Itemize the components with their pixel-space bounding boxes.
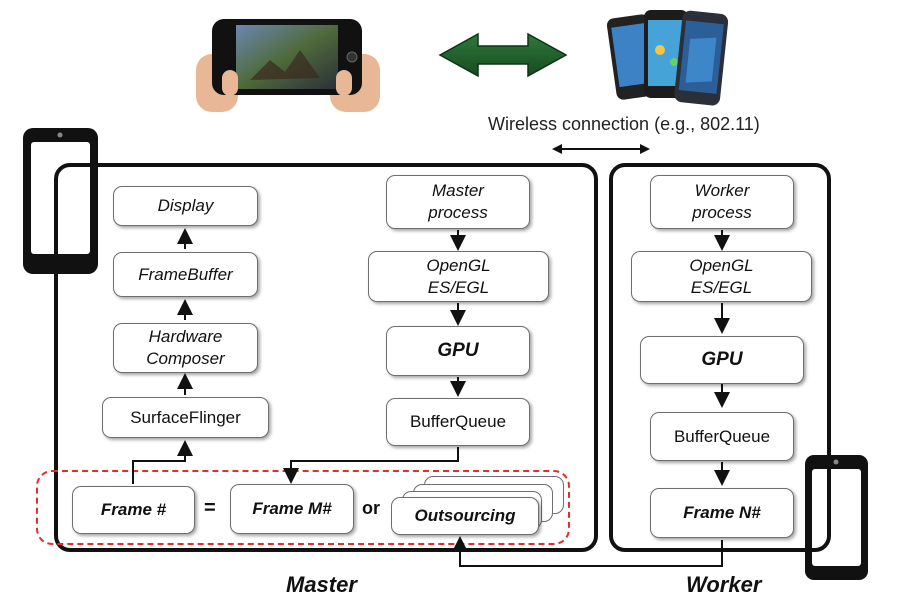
master-bufferqueue-box: BufferQueue: [386, 398, 530, 446]
frame-m-box: Frame M#: [230, 484, 354, 534]
worker-opengl-line2: ES/EGL: [690, 277, 753, 297]
worker-gpu-label: GPU: [701, 349, 743, 370]
worker-opengl-line1: OpenGL: [689, 255, 754, 275]
equals-sign: =: [204, 497, 216, 519]
or-label: or: [362, 498, 380, 518]
worker-bufferqueue-label: BufferQueue: [673, 426, 771, 446]
wireless-connection-label: Wireless connection (e.g., 802.11): [488, 114, 760, 134]
double-arrow-icon: [438, 32, 568, 78]
worker-gpu-box: GPU: [640, 336, 804, 384]
worker-label: Worker: [686, 572, 762, 597]
worker-process-line1: Worker: [694, 181, 750, 200]
frame-box: Frame #: [72, 486, 195, 534]
display-box: Display: [113, 186, 258, 226]
wireless-arrow: [552, 144, 650, 154]
master-opengl-line2: ES/EGL: [427, 277, 490, 297]
worker-phones-image: [606, 10, 729, 106]
master-container: [54, 163, 598, 552]
display-label: Display: [157, 196, 214, 215]
master-label: Master: [286, 572, 357, 597]
frame-m-label: Frame M#: [252, 499, 332, 518]
hw-composer-line2: Composer: [146, 349, 225, 368]
worker-bufferqueue-box: BufferQueue: [650, 412, 794, 461]
master-process-line1: Master: [432, 181, 484, 200]
worker-process-line2: process: [692, 203, 752, 222]
frame-label: Frame #: [100, 500, 167, 519]
master-process-box: Master process: [386, 175, 530, 229]
master-process-line2: process: [428, 203, 488, 222]
hardware-composer-box: Hardware Composer: [113, 323, 258, 373]
master-opengl-line1: OpenGL: [426, 255, 491, 275]
worker-process-box: Worker process: [650, 175, 794, 229]
surfaceflinger-label: SurfaceFlinger: [130, 407, 241, 427]
surfaceflinger-box: SurfaceFlinger: [102, 397, 269, 438]
outsourcing-box: Outsourcing: [391, 497, 539, 535]
frame-n-box: Frame N#: [650, 488, 794, 538]
master-opengl-box: OpenGL ES/EGL: [368, 251, 549, 302]
master-gpu-box: GPU: [386, 326, 530, 376]
hw-composer-line1: Hardware: [148, 327, 223, 346]
master-gpu-label: GPU: [437, 340, 479, 361]
game-phone-image: [196, 19, 380, 112]
worker-opengl-box: OpenGL ES/EGL: [631, 251, 812, 302]
framebuffer-label: FrameBuffer: [138, 264, 233, 284]
outsourcing-label: Outsourcing: [414, 506, 516, 525]
frame-n-label: Frame N#: [683, 503, 761, 522]
master-bufferqueue-label: BufferQueue: [409, 412, 507, 431]
framebuffer-box: FrameBuffer: [113, 252, 258, 297]
